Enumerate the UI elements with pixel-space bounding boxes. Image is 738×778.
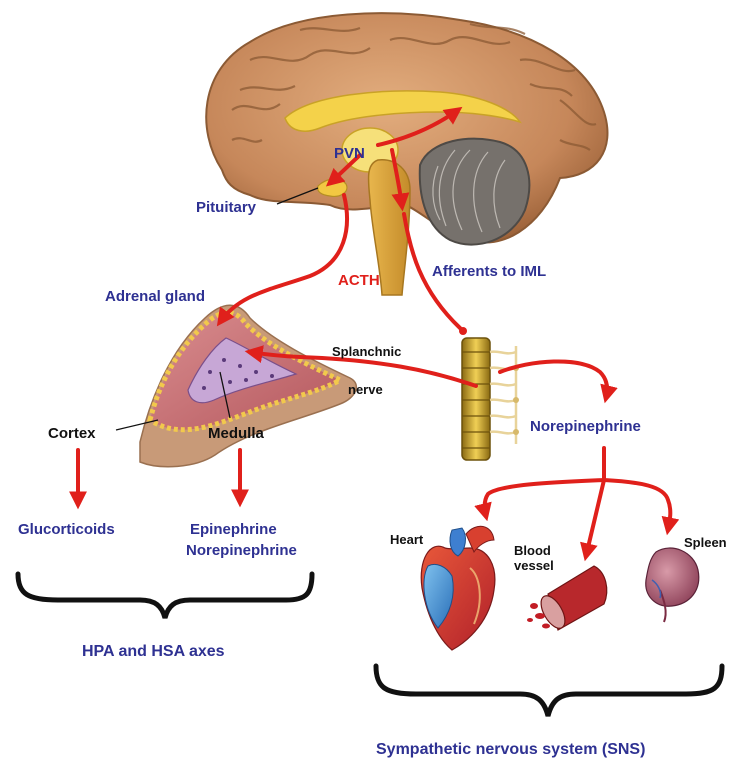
adrenal-gland-illustration	[140, 305, 356, 466]
label-medulla: Medulla	[208, 425, 264, 442]
label-nerve: nerve	[348, 382, 383, 397]
brace-sns	[376, 666, 722, 716]
spinal-cord-illustration	[462, 338, 519, 460]
heart-illustration	[421, 526, 495, 650]
ganglion-node	[513, 429, 519, 435]
spinal-column	[462, 338, 490, 460]
label-acth: ACTH	[338, 272, 380, 289]
blood-vessel-illustration	[527, 566, 607, 632]
label-vessel: vessel	[514, 558, 554, 573]
brace-hpa-hsa	[18, 574, 312, 618]
brain-illustration	[206, 13, 607, 295]
arrow-ne-heart	[485, 480, 604, 516]
spleen-body	[646, 548, 699, 606]
label-pituitary: Pituitary	[196, 199, 257, 216]
label-adrenal-gland: Adrenal gland	[105, 288, 205, 305]
label-cortex: Cortex	[48, 425, 96, 442]
label-epinephrine: Epinephrine	[190, 521, 277, 538]
label-hpa-hsa-axes: HPA and HSA axes	[82, 643, 225, 660]
spleen-illustration	[646, 548, 699, 622]
label-pvn: PVN	[334, 145, 365, 162]
ganglion-node	[513, 397, 519, 403]
label-splanchnic: Splanchnic	[332, 344, 401, 359]
sympathetic-ganglia-chain	[490, 346, 516, 444]
arrow-ne-vessel	[586, 480, 604, 556]
label-afferents-iml: Afferents to IML	[432, 263, 546, 280]
label-norepinephrine-secondary: Norepinephrine	[186, 542, 297, 559]
label-norepinephrine: Norepinephrine	[530, 418, 641, 435]
label-blood: Blood	[514, 543, 551, 558]
label-spleen: Spleen	[684, 535, 727, 550]
arrow-ne-spleen	[604, 480, 670, 530]
cerebellum	[420, 139, 530, 245]
label-sns: Sympathetic nervous system (SNS)	[376, 741, 645, 758]
label-glucocorticoids: Glucorticoids	[18, 521, 115, 538]
label-heart: Heart	[390, 532, 424, 547]
